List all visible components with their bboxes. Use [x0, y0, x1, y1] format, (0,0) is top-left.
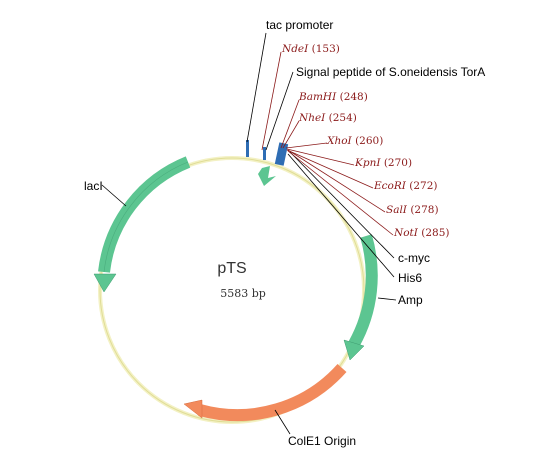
cmyc-label: c-myc — [398, 251, 430, 265]
cole1-arrowhead — [183, 399, 203, 419]
ecori-leader — [286, 149, 374, 189]
signal-peptide-label: Signal peptide of S.oneidensis TorA — [296, 65, 485, 79]
site-xhoi: XhoI (260) — [326, 135, 383, 147]
kpni-leader — [286, 148, 355, 166]
laci-gene-arrow — [98, 156, 191, 273]
signal-peptide-block — [263, 147, 266, 160]
cole1-leader — [274, 409, 291, 435]
tac-promoter-block — [246, 140, 249, 157]
site-kpni: KpnI (270) — [354, 157, 412, 169]
mcs-block — [274, 142, 289, 166]
bamhi-leader — [280, 99, 300, 149]
plasmid-backbone-edge — [99, 157, 365, 423]
amp-arrowhead — [343, 339, 365, 361]
signal-peptide-leader — [265, 71, 294, 151]
tac-promoter-leader — [246, 32, 267, 143]
site-ecori: EcoRI (272) — [373, 180, 438, 192]
site-nhei: NheI (254) — [298, 112, 357, 124]
ndei-leader — [261, 51, 282, 151]
site-bamhi: BamHI (248) — [298, 91, 368, 103]
plasmid-size: 5583 bp — [220, 287, 266, 300]
laci-leader — [101, 184, 127, 207]
laci-arrowhead — [93, 273, 117, 293]
tac-promoter-arrow — [258, 166, 276, 186]
tac-promoter-label: tac promoter — [266, 18, 333, 32]
his6-leader — [287, 153, 395, 278]
xhoi-leader — [285, 142, 328, 149]
laci-label: lacI — [84, 179, 103, 193]
amp-leader — [377, 297, 397, 301]
cole1-label: ColE1 Origin — [288, 434, 356, 448]
site-noti: NotI (285) — [393, 227, 449, 239]
site-ndei: NdeI (153) — [281, 43, 340, 55]
nhei-leader — [282, 120, 300, 149]
site-sali: SalI (278) — [386, 204, 439, 216]
his6-label: His6 — [398, 271, 422, 285]
cmyc-leader — [289, 151, 395, 259]
plasmid-name: pTS — [217, 260, 246, 277]
amp-label: Amp — [398, 293, 423, 307]
cole1-origin-arrow — [198, 363, 347, 422]
sali-leader — [287, 149, 386, 213]
noti-leader — [287, 150, 394, 236]
